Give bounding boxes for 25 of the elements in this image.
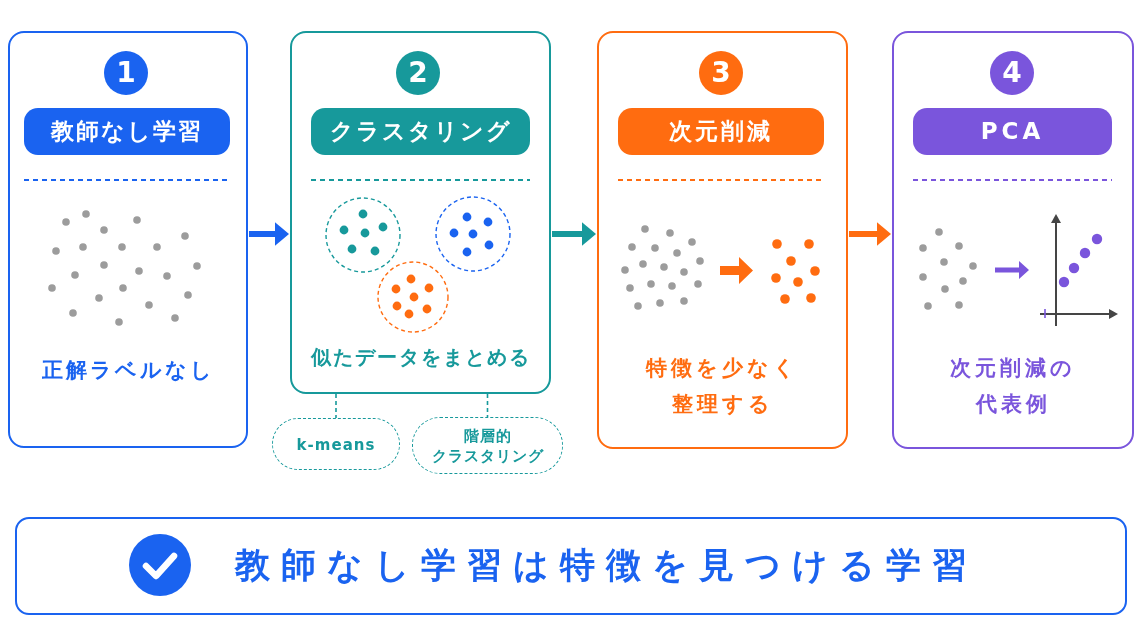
step-card bbox=[892, 31, 1134, 449]
connector-line bbox=[335, 393, 337, 419]
arrow bbox=[849, 222, 891, 246]
step-caption: 次元削減の代表例 bbox=[949, 355, 1077, 418]
title-pill: クラスタリング bbox=[311, 108, 530, 155]
step-caption: 特徴を少なく整理する bbox=[644, 355, 800, 418]
number-badge: 1 bbox=[104, 51, 148, 95]
arrow bbox=[552, 222, 596, 246]
step-card bbox=[8, 31, 248, 448]
title-pill: 次元削減 bbox=[618, 108, 824, 155]
title-pill: PCA bbox=[913, 108, 1112, 155]
method-tag: 階層的クラスタリング bbox=[412, 417, 563, 474]
title-pill: 教師なし学習 bbox=[24, 108, 230, 155]
method-tag: k-means bbox=[272, 418, 400, 470]
number-badge: 2 bbox=[396, 51, 440, 95]
connector-line bbox=[486, 393, 489, 418]
step-card bbox=[290, 31, 551, 394]
step-caption: 似たデータをまとめる bbox=[309, 344, 532, 371]
step-caption: 正解ラベルなし bbox=[40, 357, 216, 384]
number-badge: 4 bbox=[990, 51, 1034, 95]
arrow bbox=[249, 222, 289, 246]
summary-text: 教師なし学習は特徴を見つける学習 bbox=[235, 544, 978, 587]
step-card bbox=[597, 31, 848, 449]
number-badge: 3 bbox=[699, 51, 743, 95]
summary-banner bbox=[15, 517, 1127, 615]
